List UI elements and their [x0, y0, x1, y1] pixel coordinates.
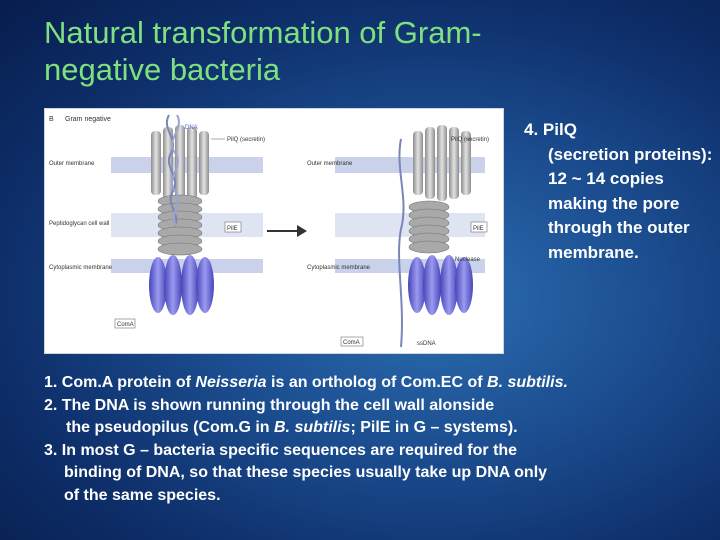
left-label-dna: DNA: [185, 125, 198, 131]
left-coma-proteins: [149, 255, 214, 315]
note-2-line-1: 2. The DNA is shown running through the …: [44, 396, 495, 414]
left-dna-strand-a: [166, 114, 178, 228]
pilq-note: 4. PilQ (secretion proteins): 12 ~ 14 co…: [524, 118, 714, 265]
left-label-pile: PilE: [227, 226, 238, 232]
note-1-italic-a: Neisseria: [195, 374, 267, 391]
right-label-coma: ComA: [343, 340, 360, 346]
left-label-cytoplasmic: Cytoplasmic membrane: [49, 265, 113, 271]
right-outer-membrane-band: [335, 157, 485, 173]
left-label-pilq: PilQ (secretin): [227, 137, 265, 143]
right-ssdna-strand: [398, 138, 405, 348]
right-label-pile: PilE: [473, 226, 484, 232]
right-pile-pseudopilus: [408, 200, 450, 254]
note-1-text-a: 1. Com.A protein of: [44, 374, 196, 391]
note-3-line-3: of the same species.: [64, 486, 221, 504]
right-label-ssdna: ssDNA: [417, 341, 436, 347]
pilq-note-number: 4.: [524, 120, 539, 139]
note-3-line-2: binding of DNA, so that these species us…: [64, 464, 548, 481]
pilq-note-head: PilQ: [542, 120, 577, 139]
panel-letter: B: [49, 116, 54, 123]
right-label-outer-membrane: Outer membrane: [307, 161, 353, 167]
note-3-line-1: 3. In most G – bacteria specific sequenc…: [44, 441, 518, 459]
numbered-notes: 1. Com.A protein of Neisseria is an orth…: [44, 372, 714, 507]
left-pile-pseudopilus: [157, 194, 203, 256]
right-pilq-secretin: [413, 125, 471, 201]
note-1: 1. Com.A protein of Neisseria is an orth…: [44, 372, 714, 395]
left-label-coma: ComA: [117, 322, 134, 328]
right-coma-proteins: [408, 255, 473, 315]
note-2-italic: B. subtilis: [274, 419, 351, 436]
left-label-peptidoglycan: Peptidoglycan cell wall: [49, 221, 109, 227]
right-label-pilq: PilQ (secretin): [451, 137, 489, 143]
diagram-canvas: B Gram negative: [49, 114, 489, 348]
pilq-note-heading: 4. PilQ: [524, 118, 714, 143]
slide-title-line1: Natural transformation of Gram-: [44, 15, 482, 50]
note-1-italic-b: B. subtilis.: [487, 374, 568, 391]
note-2-text-a: the pseudopilus (Com.G in: [66, 419, 274, 436]
slide-title: Natural transformation of Gram- negative…: [44, 14, 684, 88]
pilq-note-text: (secretion proteins): 12 ~ 14 copies mak…: [548, 144, 713, 262]
left-pilq-secretin: [151, 125, 209, 201]
note-2-text-b: ; PilE in G – systems).: [350, 419, 518, 436]
slide-title-line2: negative bacteria: [44, 52, 281, 87]
note-2-line-2: the pseudopilus (Com.G in B. subtilis; P…: [44, 417, 714, 440]
panel-title: Gram negative: [65, 116, 111, 123]
transformation-diagram: B Gram negative: [44, 108, 504, 354]
left-dna-strand-b: [171, 114, 180, 228]
right-label-cytoplasmic: Cytoplasmic membrane: [307, 265, 371, 271]
right-label-nuclease: Nuclease: [455, 257, 481, 263]
note-1-text-b: is an ortholog of Com.EC of: [266, 374, 488, 391]
left-label-outer-membrane: Outer membrane: [49, 161, 95, 167]
